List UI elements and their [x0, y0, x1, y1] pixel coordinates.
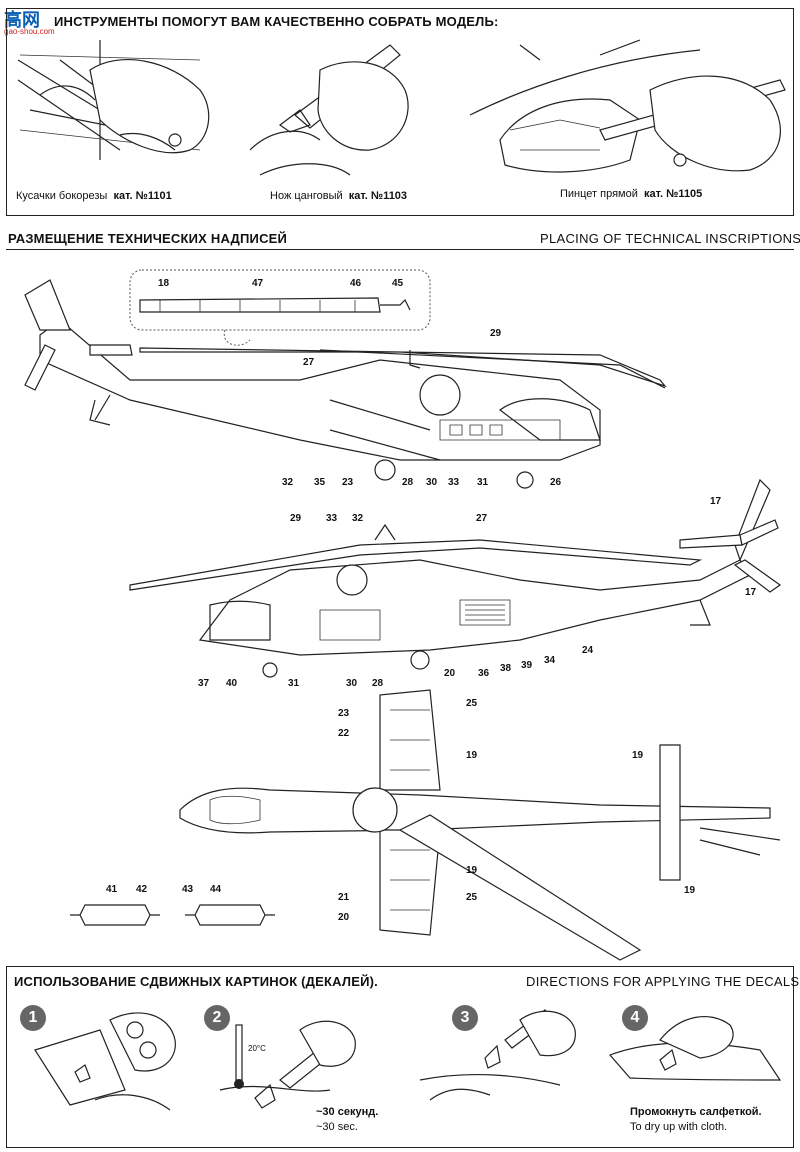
callout-44: 44 — [210, 884, 222, 895]
callout-24: 24 — [582, 645, 594, 656]
callout-37: 37 — [198, 678, 210, 689]
callout-25a: 25 — [466, 698, 478, 709]
callout-19d: 19 — [684, 885, 696, 896]
tools-panel — [6, 8, 794, 216]
callout-27: 27 — [303, 357, 315, 368]
knife-illustration — [249, 44, 409, 176]
callout-46: 46 — [350, 278, 362, 289]
step-4-badge: 4 — [622, 1005, 648, 1031]
callout-30: 30 — [426, 477, 438, 488]
callout-47: 47 — [252, 278, 264, 289]
callout-33: 33 — [448, 477, 460, 488]
callout-23c: 23 — [338, 708, 350, 719]
tweezers-illustration — [469, 39, 786, 173]
callout-38: 38 — [500, 663, 512, 674]
side-view-1 — [24, 279, 667, 489]
callout-22: 22 — [338, 728, 350, 739]
top-view — [179, 689, 781, 961]
decals-title-en: DIRECTIONS FOR APPLYING THE DECALS — [526, 974, 800, 989]
step3-illustration — [419, 1009, 576, 1101]
tool-caption-cutters: Кусачки бокорезы кат. №1101 — [16, 190, 172, 202]
callout-32: 32 — [282, 477, 294, 488]
callout-31b: 31 — [288, 678, 300, 689]
step4-illustration — [608, 1016, 782, 1081]
callout-39: 39 — [521, 660, 533, 671]
callout-25b: 25 — [466, 892, 478, 903]
callout-30b: 30 — [346, 678, 358, 689]
step2-caption-ru: ~30 секунд. — [316, 1106, 379, 1118]
callout-28b: 28 — [372, 678, 384, 689]
decals-title-ru: ИСПОЛЬЗОВАНИЕ СДВИЖНЫХ КАРТИНОК (ДЕКАЛЕЙ… — [14, 974, 378, 989]
watermark-logo: 高网 — [4, 10, 40, 30]
watermark-url: gao-shou.com — [4, 27, 55, 36]
step1-illustration — [34, 1012, 176, 1111]
callout-21: 21 — [338, 892, 350, 903]
callout-18: 18 — [158, 278, 170, 289]
step-1-badge: 1 — [20, 1005, 46, 1031]
callout-29b: 29 — [290, 513, 302, 524]
placing-title-en: PLACING OF TECHNICAL INSCRIPTIONS — [540, 231, 800, 246]
callout-27b: 27 — [476, 513, 488, 524]
step2-illustration — [219, 1020, 356, 1109]
callout-33b: 33 — [326, 513, 338, 524]
step2-caption-en: ~30 sec. — [316, 1121, 358, 1133]
callout-28: 28 — [402, 477, 414, 488]
callout-20b: 20 — [444, 668, 456, 679]
callout-32b: 32 — [352, 513, 364, 524]
temperature-label: 20°C — [248, 1044, 266, 1053]
rocket-pods — [70, 904, 275, 926]
callout-29: 29 — [490, 328, 502, 339]
step4-caption-ru: Промокнуть салфеткой. — [630, 1106, 762, 1118]
callout-26: 26 — [550, 477, 562, 488]
callout-41: 41 — [106, 884, 118, 895]
tool-caption-tweezers: Пинцет прямой кат. №1105 — [560, 188, 703, 200]
cutters-illustration — [17, 40, 210, 160]
callout-35: 35 — [314, 477, 326, 488]
callout-43: 43 — [182, 884, 194, 895]
callout-17-bottom: 17 — [745, 587, 757, 598]
step-3-badge: 3 — [452, 1005, 478, 1031]
callout-19b: 19 — [632, 750, 644, 761]
placing-title-ru: РАЗМЕЩЕНИЕ ТЕХНИЧЕСКИХ НАДПИСЕЙ — [8, 231, 288, 246]
callout-40: 40 — [226, 678, 238, 689]
callout-42: 42 — [136, 884, 148, 895]
callout-19c: 19 — [466, 865, 478, 876]
step4-caption-en: To dry up with cloth. — [630, 1121, 728, 1133]
callout-45: 45 — [392, 278, 404, 289]
callout-20: 20 — [338, 912, 350, 923]
tool-caption-knife: Нож цанговый кат. №1103 — [270, 190, 408, 202]
step-2-badge: 2 — [204, 1005, 230, 1031]
side-view-2 — [129, 478, 782, 678]
callout-19a: 19 — [466, 750, 478, 761]
callout-34: 34 — [544, 655, 556, 666]
callout-17-top: 17 — [710, 496, 722, 507]
placing-divider — [6, 249, 794, 250]
decals-panel — [6, 966, 794, 1148]
callout-36: 36 — [478, 668, 490, 679]
inset-detail — [129, 269, 431, 346]
callout-31: 31 — [477, 477, 489, 488]
callout-23: 23 — [342, 477, 354, 488]
tools-title: ИНСТРУМЕНТЫ ПОМОГУТ ВАМ КАЧЕСТВЕННО СОБР… — [54, 14, 499, 29]
